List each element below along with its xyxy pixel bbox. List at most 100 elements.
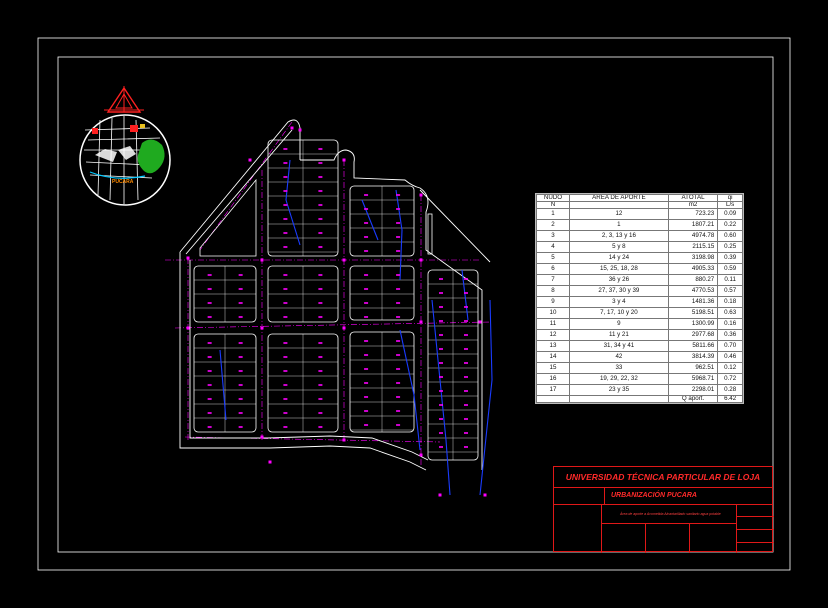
title-block: UNIVERSIDAD TÉCNICA PARTICULAR DE LOJA U…: [553, 466, 774, 553]
cell-qi: 0.22: [717, 219, 743, 232]
outer-frame: [37, 37, 791, 571]
cell-qi: 0.09: [717, 208, 743, 221]
lot-number-mark: [364, 424, 369, 426]
cell-area: 14 y 24: [568, 252, 669, 265]
lot-number-mark: [464, 404, 468, 406]
cell-qi: 0.28: [717, 383, 743, 396]
lot-number-mark: [396, 424, 401, 426]
cell-area: 33: [568, 361, 669, 374]
lot-number-mark: [318, 342, 323, 344]
cell-qi: 0.60: [717, 230, 743, 243]
lot-number-mark: [464, 432, 468, 434]
lot-number-mark: [318, 190, 323, 192]
lot-number-mark: [396, 396, 401, 398]
lot-number-mark: [364, 382, 369, 384]
cell-node: 17: [536, 383, 570, 396]
node-marker: [419, 193, 423, 197]
collector-lines: [219, 159, 493, 496]
cell-node: 13: [536, 339, 570, 352]
lot-number-mark: [238, 412, 243, 414]
lot-number-mark: [283, 246, 288, 248]
lot-number-mark: [318, 274, 323, 276]
cell-qi: 0.57: [717, 285, 743, 298]
cell-node: 12: [536, 328, 570, 341]
lot-number-mark: [464, 292, 468, 294]
cell-atotal: 1807.21: [667, 219, 719, 232]
lot-number-mark: [364, 222, 369, 224]
cell-node: 7: [536, 274, 570, 287]
lot-number-mark: [283, 218, 288, 220]
cell-area: 31, 34 y 41: [568, 339, 669, 352]
node-marker: [268, 460, 272, 464]
node-marker: [260, 326, 264, 330]
lot-number-mark: [283, 288, 288, 290]
cell-qi: 0.16: [717, 317, 743, 330]
cell-atotal: 5968.71: [667, 372, 719, 385]
cell-atotal: 723.23: [667, 208, 719, 221]
side-cells: [736, 504, 774, 553]
logo-cell: [554, 504, 602, 553]
node-marker: [478, 320, 482, 324]
cell-atotal: 2115.15: [667, 241, 719, 254]
node-marker: [248, 158, 252, 162]
lot-number-mark: [207, 398, 212, 400]
lot-number-mark: [439, 306, 443, 308]
cell-qi: 0.25: [717, 241, 743, 254]
cell-atotal: 5811.66: [667, 339, 719, 352]
lot-number-mark: [396, 368, 401, 370]
lot-number-mark: [364, 288, 369, 290]
lot-number-mark: [207, 342, 212, 344]
lot-number-mark: [439, 348, 443, 350]
lot-number-mark: [207, 370, 212, 372]
lot-number-mark: [396, 340, 401, 342]
lot-number-mark: [364, 368, 369, 370]
header-qi: qi: [717, 193, 743, 203]
lot-number-mark: [283, 384, 288, 386]
cell-qi: 0.18: [717, 296, 743, 308]
lot-number-mark: [283, 370, 288, 372]
table-units-row: N m2 L/s: [536, 201, 743, 210]
cell-atotal: 2977.68: [667, 328, 719, 341]
cell-node: 10: [536, 306, 570, 319]
content-text: Área de aporte a Acometida Alcantarillad…: [620, 512, 721, 516]
lot-number-mark: [364, 194, 369, 196]
unit-qi: L/s: [717, 201, 743, 210]
cell-atotal: 4974.78: [667, 230, 719, 243]
cell-node: 5: [536, 252, 570, 265]
lot-number-mark: [283, 316, 288, 318]
node-marker: [186, 256, 190, 260]
cell-node: 11: [536, 317, 570, 330]
lot-number-mark: [207, 288, 212, 290]
lot-number-mark: [396, 194, 401, 196]
lot-number-mark: [464, 348, 468, 350]
node-marker: [260, 435, 264, 439]
cell-atotal: 1300.99: [667, 317, 719, 330]
cell-area: 1: [568, 219, 669, 232]
lot-number-mark: [207, 356, 212, 358]
cell-qi: 0.63: [717, 306, 743, 319]
cell-node: 1: [536, 208, 570, 221]
cell-area: 3 y 4: [568, 296, 669, 308]
lot-number-mark: [207, 384, 212, 386]
node-marker: [260, 258, 264, 262]
lot-number-mark: [439, 390, 443, 392]
lot-number-mark: [283, 232, 288, 234]
lot-number-mark: [283, 356, 288, 358]
park-area: [137, 139, 165, 174]
lot-number-mark: [283, 190, 288, 192]
lot-number-mark: [238, 288, 243, 290]
cell-atotal: 4770.53: [667, 285, 719, 298]
lot-number-mark: [396, 250, 401, 252]
lot-number-mark: [318, 370, 323, 372]
lot-number-mark: [318, 356, 323, 358]
cell-node: 9: [536, 296, 570, 308]
lot-number-mark: [396, 236, 401, 238]
cell-area: 7, 17, 10 y 20: [568, 306, 669, 319]
cell-c: [690, 524, 736, 553]
lot-number-mark: [283, 162, 288, 164]
cell-node: 15: [536, 361, 570, 374]
